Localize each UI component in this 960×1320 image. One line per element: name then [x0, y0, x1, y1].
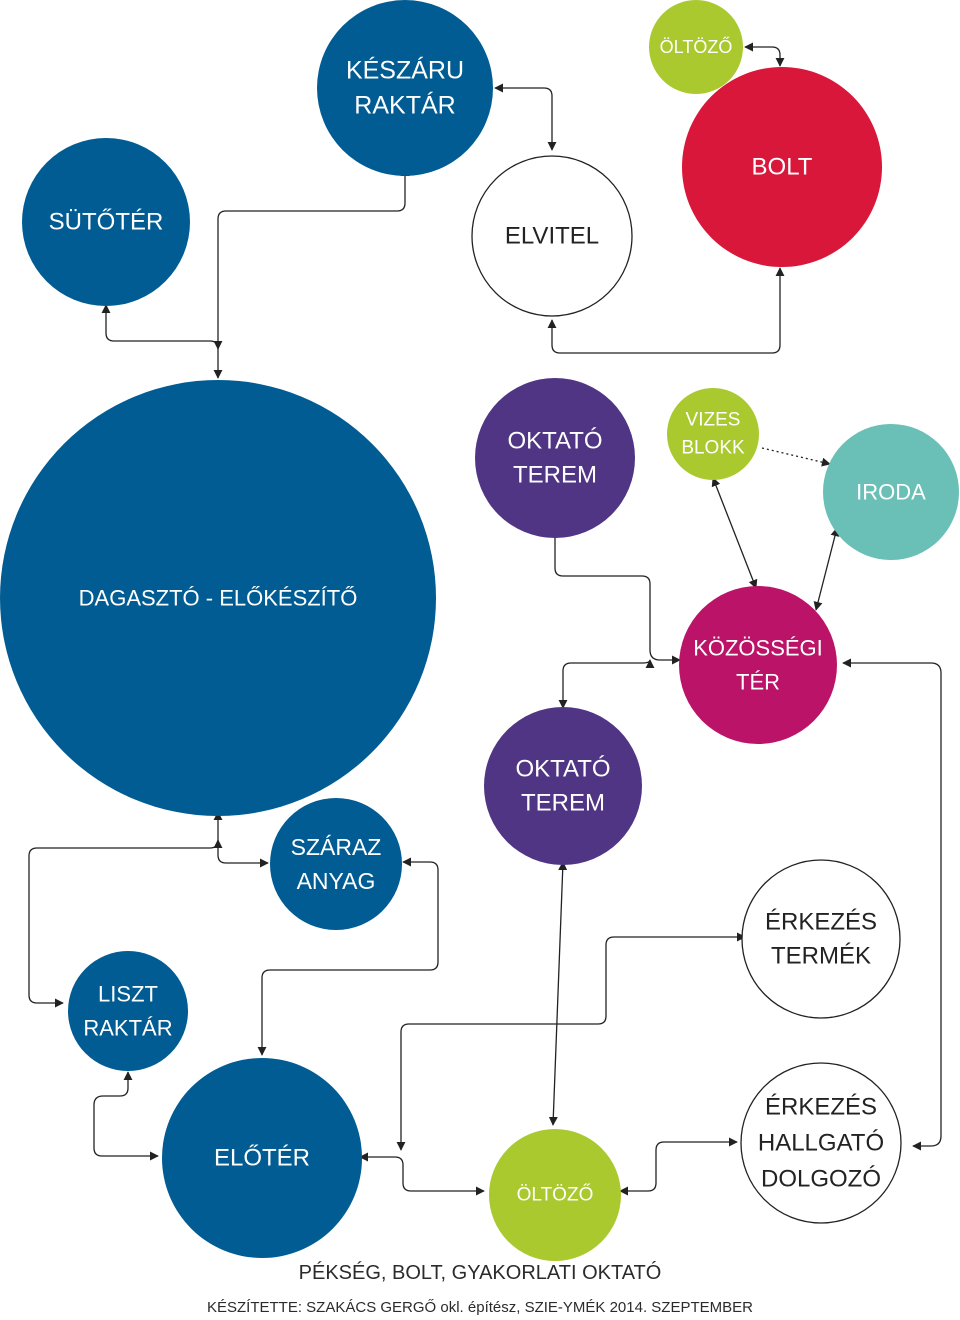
connector-oktato2-kozossegi [558, 659, 655, 709]
node-label: DAGASZTÓ - ELŐKÉSZÍTŐ [79, 586, 358, 611]
connector-keszaru-elvitel [494, 83, 557, 151]
connector-liszt-eloter [93, 1071, 159, 1161]
node-label: RAKTÁR [83, 1016, 172, 1041]
author-credit: KÉSZÍTETTE: SZAKÁCS GERGŐ okl. építész, … [207, 1299, 753, 1316]
node-circle [22, 138, 190, 306]
node-circle [475, 378, 635, 538]
node-label: KÖZÖSSÉGI [693, 636, 823, 661]
node-label: SÜTŐTÉR [49, 209, 164, 236]
node-label: ÉRKEZÉS [765, 909, 877, 936]
node-circle [471, 155, 633, 317]
node-circle [682, 67, 882, 267]
node-elvitel: ELVITEL [471, 155, 633, 317]
connector-iroda-kozossegi [813, 527, 840, 611]
node-label: SZÁRAZ [291, 834, 382, 860]
node-circle [489, 1129, 621, 1261]
node-circle [68, 951, 188, 1071]
node-label: BLOKK [681, 438, 745, 459]
node-circle [317, 0, 493, 176]
node-kozossegi-ter: KÖZÖSSÉGI TÉR [679, 586, 837, 744]
node-label: LISZT [98, 982, 158, 1007]
node-label: ELŐTÉR [214, 1145, 310, 1172]
node-label: ÉRKEZÉS [765, 1094, 877, 1121]
node-label: TERMÉK [771, 943, 871, 970]
node-iroda: IRODA [823, 424, 959, 560]
connector-oltozo-bolt [744, 42, 785, 67]
node-circle [679, 586, 837, 744]
connector-oktato2-oltozo [548, 861, 568, 1126]
node-dagaszto: DAGASZTÓ - ELŐKÉSZÍTŐ [0, 380, 436, 816]
connector-vizes-kozossegi [711, 477, 758, 589]
node-label: OKTATÓ [515, 756, 610, 783]
node-sutoter: SÜTŐTÉR [22, 138, 190, 306]
connector-keszaru-dagaszto [213, 167, 410, 379]
node-erkezes-hallgato: ÉRKEZÉS HALLGATÓ DOLGOZÓ [740, 1062, 902, 1224]
node-label: TEREM [513, 462, 597, 489]
node-liszt-raktar: LISZT RAKTÁR [68, 951, 188, 1071]
node-oktato-terem-1: OKTATÓ TEREM [475, 378, 635, 538]
connector-vizes-iroda-dotted [761, 447, 831, 467]
node-bolt: BOLT [682, 67, 882, 267]
node-vizes-blokk: VIZES BLOKK [667, 388, 759, 480]
node-oltozo-top: ÖLTÖZŐ [649, 0, 743, 94]
node-kesz-raktar: KÉSZÁRU RAKTÁR [317, 0, 493, 176]
node-circle [484, 707, 642, 865]
diagram-title: PÉKSÉG, BOLT, GYAKORLATI OKTATÓ [298, 1262, 662, 1284]
node-circle [0, 380, 436, 816]
node-label: RAKTÁR [354, 91, 455, 120]
node-circle [667, 388, 759, 480]
node-label: ÖLTÖZŐ [660, 36, 733, 57]
connector-erkezes-termek-eloter [396, 932, 746, 1151]
node-oltozo-bottom: ÖLTÖZŐ [489, 1129, 621, 1261]
node-label: DOLGOZÓ [761, 1166, 881, 1193]
connector-dagaszto-szaraz [213, 839, 269, 868]
node-label: IRODA [856, 480, 926, 505]
node-label: ELVITEL [505, 223, 599, 250]
node-label: BOLT [752, 154, 813, 181]
node-circle [270, 798, 402, 930]
node-oktato-terem-2: OKTATÓ TEREM [484, 707, 642, 865]
node-eloter: ELŐTÉR [162, 1058, 362, 1258]
node-label: OKTATÓ [507, 428, 602, 455]
node-erkezes-termek: ÉRKEZÉS TERMÉK [741, 859, 901, 1019]
node-label: HALLGATÓ [758, 1130, 884, 1157]
node-circle [649, 0, 743, 94]
connector-eloter-oltozo [359, 1152, 485, 1196]
connector-sutoter-dagaszto [101, 304, 223, 350]
connector-oltozo-erkezes-hallgato [619, 1137, 738, 1196]
connector-oktato1-kozossegi [550, 521, 681, 665]
node-label: KÉSZÁRU [346, 56, 464, 85]
node-label: ÖLTÖZŐ [517, 1184, 594, 1206]
node-circle [162, 1058, 362, 1258]
node-circle [741, 859, 901, 1019]
node-label: TEREM [521, 790, 605, 817]
node-label: TÉR [736, 670, 780, 695]
node-szaraz-anyag: SZÁRAZ ANYAG [270, 798, 402, 930]
node-label: VIZES [686, 410, 741, 431]
node-label: ANYAG [297, 868, 376, 894]
connector-kozossegi-erkezes-hallgato [842, 658, 942, 1151]
node-circle [823, 424, 959, 560]
connector-elvitel-bolt [547, 267, 785, 354]
node-circle [740, 1062, 902, 1224]
